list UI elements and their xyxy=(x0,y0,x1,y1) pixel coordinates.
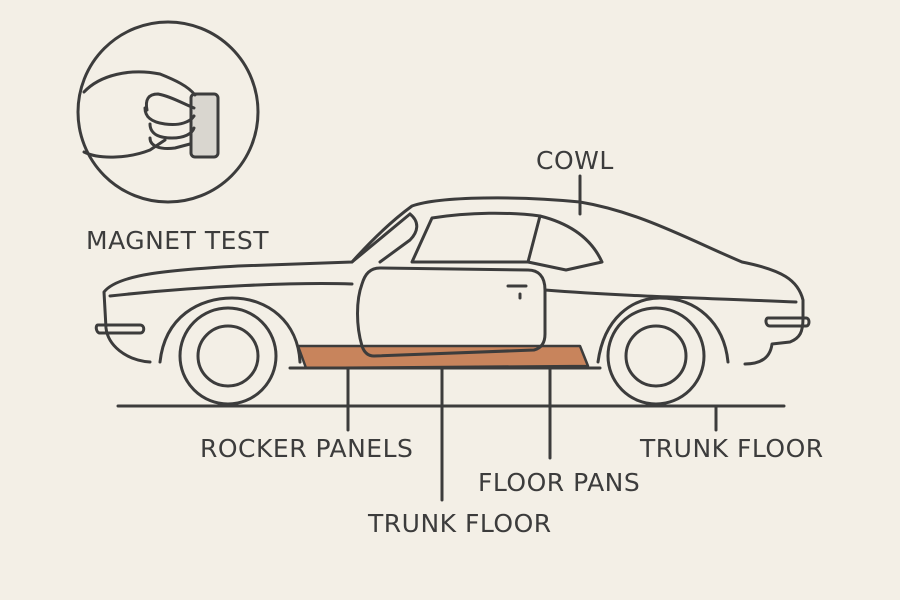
windshield-front-edge xyxy=(350,212,412,264)
windshield-pillar xyxy=(378,212,419,264)
car-body-icon xyxy=(94,196,811,370)
front-wheel-icon xyxy=(178,306,278,406)
body-crease-front xyxy=(108,282,354,298)
magnet-test-circle xyxy=(76,20,260,204)
hand-back-icon xyxy=(82,70,197,97)
trunk-floor-right-label: TRUNK FLOOR xyxy=(640,434,824,463)
trunk-floor-center-label: TRUNK FLOOR xyxy=(368,509,552,538)
magnet-test-label: MAGNET TEST xyxy=(86,226,270,255)
rear-wheel-icon xyxy=(606,306,706,406)
front-wheel-arch xyxy=(158,296,302,364)
hand-thumb-icon xyxy=(144,92,196,112)
front-bumper xyxy=(94,323,146,335)
door-outline xyxy=(356,266,547,358)
rear-quarter-window xyxy=(526,214,604,272)
cowl-label: COWL xyxy=(536,146,614,175)
side-window xyxy=(410,211,542,264)
body-crease-rear xyxy=(543,288,798,304)
rear-bumper xyxy=(764,316,811,328)
magnet-icon xyxy=(189,92,220,159)
magnet-test-icon xyxy=(76,20,260,204)
floor-pans-label: FLOOR PANS xyxy=(478,468,641,497)
rear-wheel-arch xyxy=(596,296,730,364)
hand-finger-icon xyxy=(148,136,192,150)
hand-wrist-icon xyxy=(82,138,167,159)
hand-knuckle-icon xyxy=(143,106,196,126)
rocker-rust-highlight xyxy=(296,344,590,370)
hand-finger-icon xyxy=(148,122,196,140)
car-silhouette xyxy=(102,196,805,366)
rocker-panels-label: ROCKER PANELS xyxy=(200,434,414,463)
